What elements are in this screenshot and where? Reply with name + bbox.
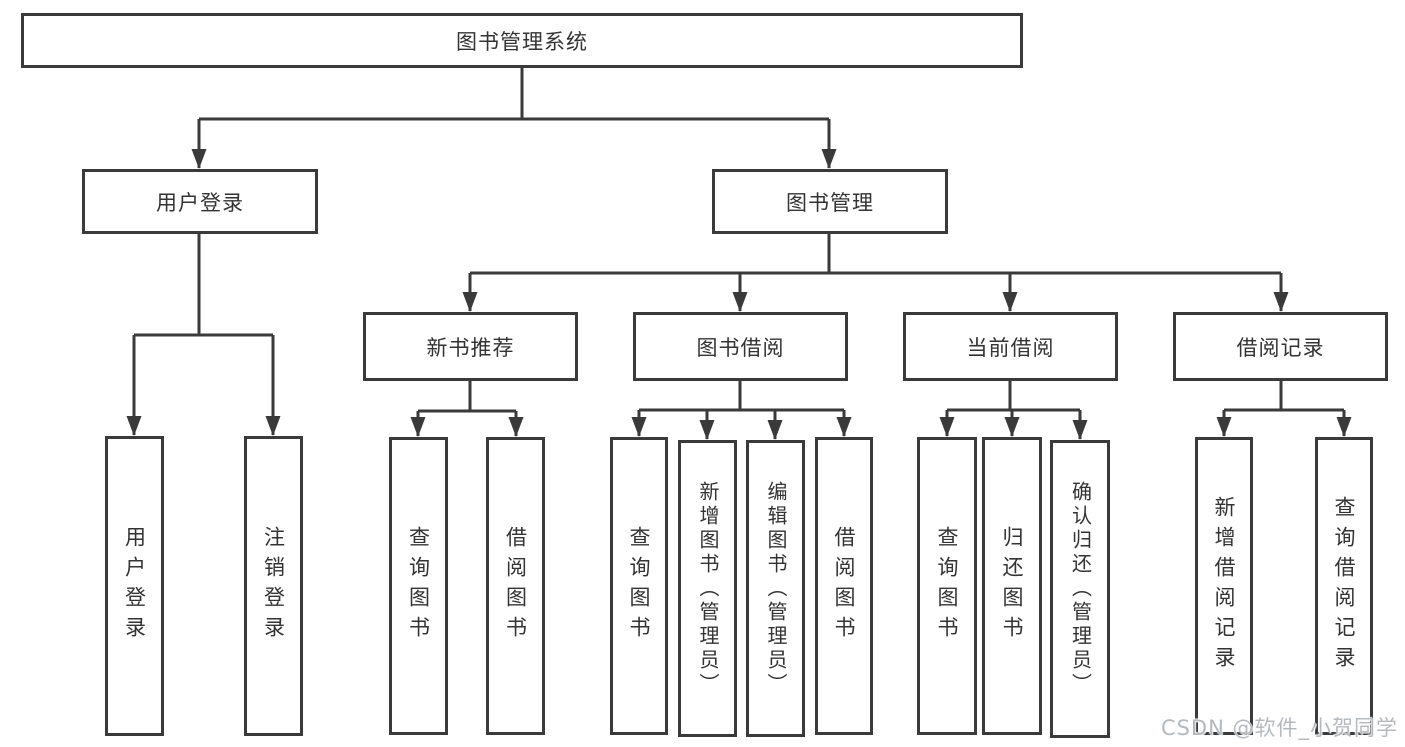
node-book-management: 图书管理 <box>712 169 948 234</box>
node-user-login: 用户登录 <box>82 169 318 234</box>
node-borrow-records: 借阅记录 <box>1173 312 1388 381</box>
node-new-book-recommend: 新书推荐 <box>363 312 578 381</box>
leaf-user-login: 用户登录 <box>105 436 164 736</box>
node-label: 新书推荐 <box>426 335 515 360</box>
leaf-query-books-recommend: 查询图书 <box>389 437 448 735</box>
node-label: 查询借阅记录 <box>1332 496 1357 676</box>
node-label: 当前借阅 <box>966 335 1055 360</box>
node-label: 借阅图书 <box>832 526 857 646</box>
node-label: 查询图书 <box>406 526 431 646</box>
leaf-edit-books-admin: 编辑图书（管理员） <box>746 440 805 737</box>
leaf-query-borrow-record: 查询借阅记录 <box>1315 437 1373 735</box>
node-library-management-system: 图书管理系统 <box>21 13 1023 68</box>
node-label: 注销登录 <box>261 526 286 646</box>
node-label: 图书管理 <box>786 190 874 215</box>
node-label: 确认归还（管理员） <box>1068 481 1093 697</box>
node-label: 编辑图书（管理员） <box>764 480 788 697</box>
node-label: 查询图书 <box>935 526 960 646</box>
node-label: 查询图书 <box>627 526 652 646</box>
node-label: 图书管理系统 <box>456 29 588 54</box>
leaf-confirm-return-admin: 确认归还（管理员） <box>1050 440 1110 738</box>
node-book-borrow: 图书借阅 <box>633 312 848 381</box>
node-label: 新增图书（管理员） <box>696 480 720 697</box>
node-label: 用户登录 <box>156 190 244 215</box>
node-label: 新增借阅记录 <box>1212 496 1237 676</box>
leaf-borrow-books: 借阅图书 <box>815 437 873 735</box>
leaf-logout: 注销登录 <box>244 436 303 736</box>
node-label: 用户登录 <box>122 526 147 646</box>
leaf-return-books: 归还图书 <box>982 437 1042 735</box>
leaf-query-books-current: 查询图书 <box>917 437 977 735</box>
node-label: 借阅图书 <box>503 526 528 646</box>
leaf-borrow-books-recommend: 借阅图书 <box>486 437 545 735</box>
leaf-add-books-admin: 新增图书（管理员） <box>678 440 737 737</box>
leaf-add-borrow-record: 新增借阅记录 <box>1195 437 1253 735</box>
node-label: 归还图书 <box>1000 526 1025 646</box>
node-label: 借阅记录 <box>1236 335 1325 360</box>
csdn-watermark: CSDN @软件_小贺同学 <box>1160 716 1398 740</box>
node-current-borrow: 当前借阅 <box>903 312 1118 381</box>
leaf-query-books-borrow: 查询图书 <box>610 437 668 735</box>
node-label: 图书借阅 <box>696 335 785 360</box>
